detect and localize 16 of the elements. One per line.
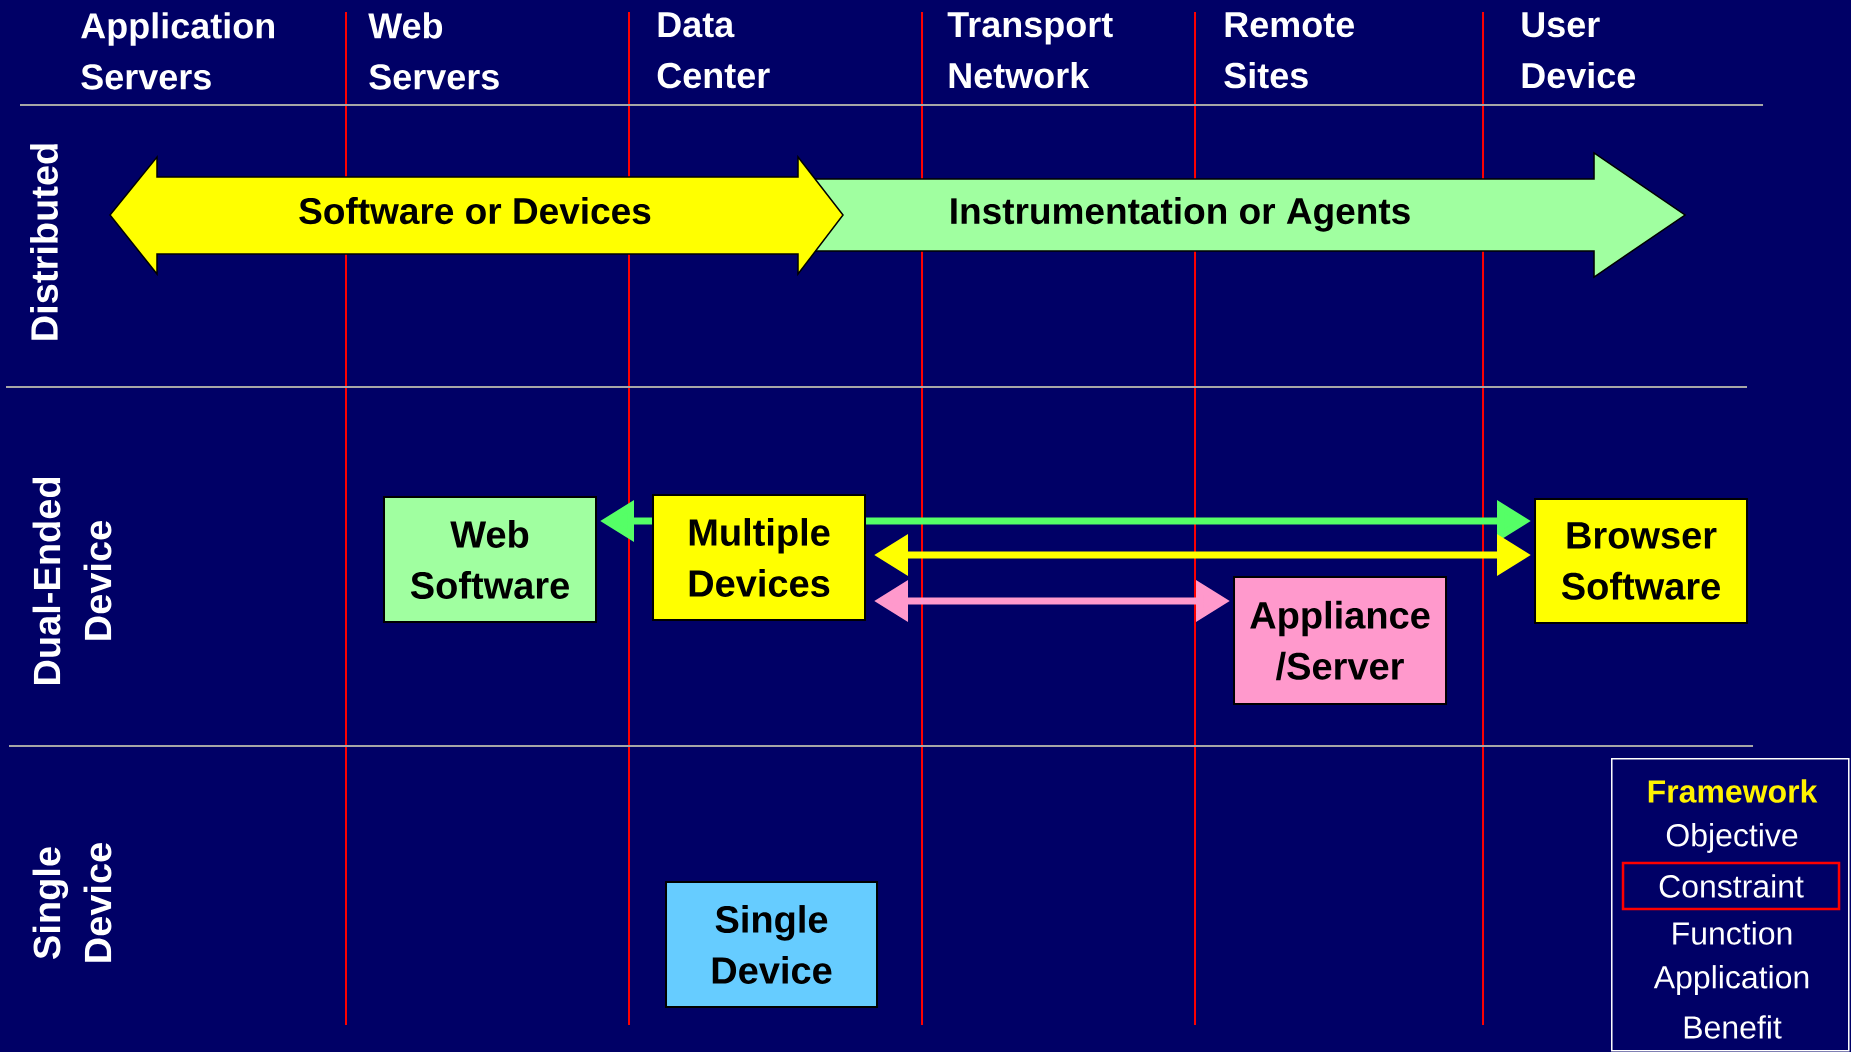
text-box: Multiple Devices xyxy=(652,494,866,621)
column-header: Remote Sites xyxy=(1224,12,1354,89)
text-box: Browser Software xyxy=(1534,498,1749,624)
column-header: User Device xyxy=(1522,12,1636,89)
row-header: Distributed xyxy=(30,144,58,340)
column-header: Application Servers xyxy=(81,12,274,90)
highlight-box: Constraint xyxy=(1621,861,1841,911)
column-header: Web Servers xyxy=(368,12,499,90)
column-header: Data Center xyxy=(657,12,770,89)
text-box: Single Device xyxy=(665,881,878,1008)
column-header: Transport Network xyxy=(947,12,1113,89)
framework-panel: Framework Objective Constraint Function Application Benefit xyxy=(1611,758,1850,1052)
text-box: Appliance /Server xyxy=(1233,576,1447,705)
row-header: Single Device xyxy=(32,843,112,962)
row-header: Dual-Ended Device xyxy=(32,477,112,685)
text-box: Web Software xyxy=(383,496,597,623)
